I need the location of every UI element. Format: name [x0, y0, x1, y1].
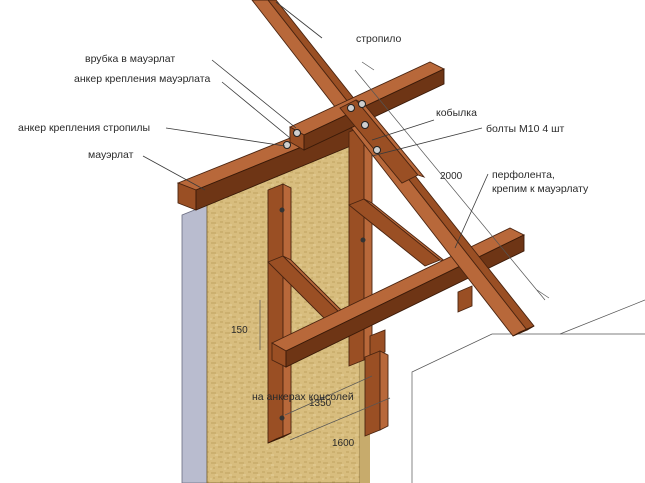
label-perforated-tape-1: перфолента,: [492, 169, 555, 181]
label-kobylka: кобылка: [436, 107, 477, 119]
dimension-1600: 1600: [332, 438, 355, 449]
support-block: [364, 285, 473, 437]
label-notch-mauerlat: врубка в мауэрлат: [85, 53, 175, 65]
label-mauerlat: мауэрлат: [88, 149, 134, 161]
label-anchor-mauerlat: анкер крепления мауэрлата: [74, 73, 210, 85]
label-anchor-rafter: анкер крепления стропилы: [18, 122, 150, 134]
dimension-1350: 1350: [309, 398, 332, 409]
dimension-lines: [259, 61, 550, 441]
console-post-left: [267, 183, 292, 444]
label-console-anchor: на анкерах консолей: [252, 391, 354, 403]
background-wall-outline: [411, 299, 645, 483]
label-rafter: стропило: [356, 33, 402, 45]
label-bolts: болты М10 4 шт: [486, 123, 565, 135]
dimension-2000: 2000: [440, 171, 463, 182]
dimension-150: 150: [231, 325, 248, 336]
label-perforated-tape-2: крепим к мауэрлату: [492, 183, 589, 195]
bolts: [279, 100, 381, 421]
